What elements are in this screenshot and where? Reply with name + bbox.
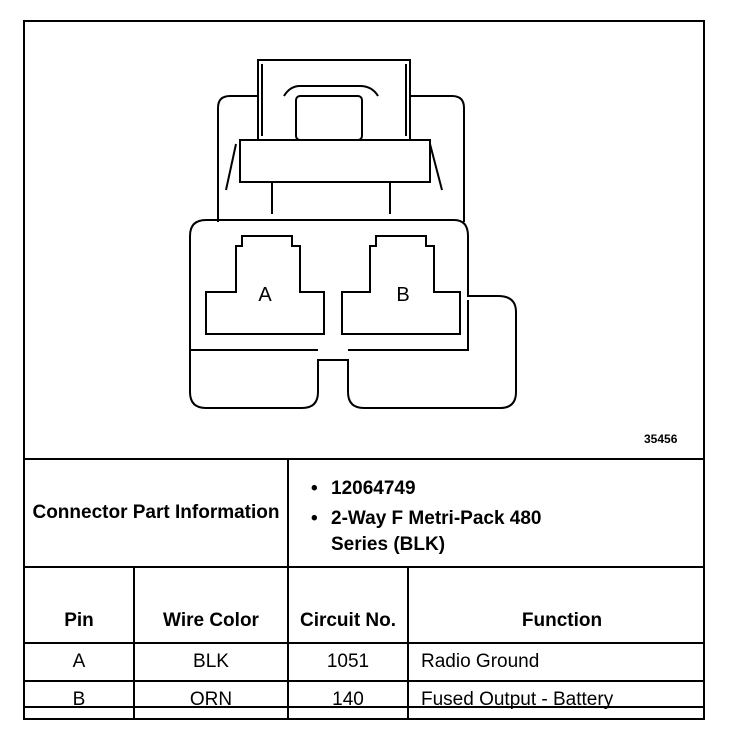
wire-color-cell: ORN <box>133 680 289 720</box>
connector-type: 2-Way F Metri-Pack 480 Series (BLK) <box>311 506 571 558</box>
header-circuit: Circuit No. <box>287 566 409 644</box>
header-pin: Pin <box>23 566 135 644</box>
terminal-cavity-b <box>341 235 461 335</box>
header-wire-color: Wire Color <box>133 566 289 644</box>
table-row: B ORN 140 Fused Output - Battery <box>23 680 705 720</box>
connector-drawing: A B <box>189 59 517 409</box>
connector-info-label: Connector Part Information <box>23 458 289 568</box>
function-cell: Radio Ground <box>407 642 705 682</box>
latch-tab <box>295 95 363 141</box>
table-row: A BLK 1051 Radio Ground <box>23 642 705 682</box>
part-number: 12064749 <box>311 476 703 502</box>
wire-color-cell: BLK <box>133 642 289 682</box>
connector-info-list: 12064749 2-Way F Metri-Pack 480 Series (… <box>287 458 705 568</box>
function-cell: Fused Output - Battery <box>407 680 705 720</box>
connector-latch <box>257 59 411 141</box>
pin-table: Pin Wire Color Circuit No. Function A BL… <box>23 566 705 720</box>
connector-front-housing <box>189 219 517 409</box>
pin-label-b: B <box>396 284 409 306</box>
pin-label-a: A <box>258 284 272 306</box>
pin-cell: A <box>23 642 135 682</box>
connector-info-table: Connector Part Information 12064749 2-Wa… <box>23 458 705 568</box>
header-function: Function <box>407 566 705 644</box>
pin-cell: B <box>23 680 135 720</box>
circuit-cell: 1051 <box>287 642 409 682</box>
lock-bar <box>239 139 431 183</box>
figure-number: 35456 <box>644 432 678 446</box>
circuit-cell: 140 <box>287 680 409 720</box>
terminal-cavity-a <box>205 235 325 335</box>
